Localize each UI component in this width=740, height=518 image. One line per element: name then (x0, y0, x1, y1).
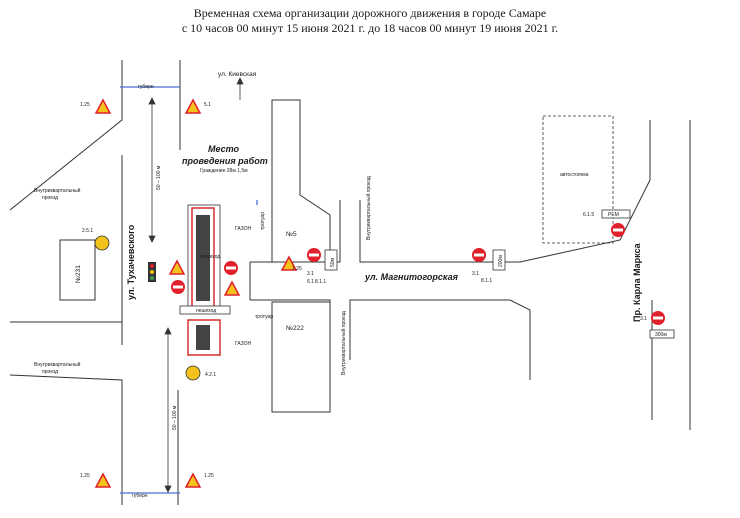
blue-label-bottom: губерн (132, 493, 148, 499)
sign-code: 1.25 (80, 473, 90, 479)
sign-code: 6.1 (307, 279, 314, 285)
inner-passage-label: проезд (42, 369, 58, 375)
sign-code: 8.1.1 (315, 279, 326, 285)
ped-crossing-box (179, 305, 231, 315)
roadwork-sign-icon (94, 98, 112, 114)
sign-code: 3.1 (640, 316, 647, 322)
traffic-light (148, 262, 156, 282)
arrowhead (148, 97, 156, 105)
parking-label: автостоянка (560, 172, 589, 178)
building-5 (271, 99, 331, 263)
no-entry-sign-icon (651, 311, 665, 325)
roadwork-sign-icon (223, 280, 241, 296)
light-green (150, 276, 154, 280)
roadwork-sign-icon (280, 255, 298, 271)
road-edge (9, 60, 123, 211)
work-site-label-2: проведения работ (182, 156, 268, 166)
inner-passage-label: Внутриквартальный проезд (365, 176, 372, 240)
no-entry-sign-icon (171, 280, 185, 294)
detour-sign-icon (185, 365, 201, 381)
plate-50m (324, 249, 338, 271)
roadwork-sign-icon (94, 472, 112, 488)
round-yellow-signs (94, 235, 201, 381)
trotuar-label-top: тротуар (260, 212, 266, 230)
work-zone-fill (196, 215, 210, 301)
distance-label-top: 50 – 100 м (156, 165, 162, 190)
distance-plates (324, 209, 675, 339)
roadwork-sign-icon (184, 472, 202, 488)
lawn-label-bottom: ГАЗОН (235, 341, 252, 347)
inner-passage-label: проезд (42, 195, 58, 201)
work-zone-lower (187, 319, 221, 356)
light-yellow (150, 270, 154, 274)
work-zone-lower-fill (196, 325, 210, 350)
building-231 (59, 239, 96, 301)
sign-code: 8.1.1 (481, 278, 492, 284)
pedestrian-label-bottom: пешеход (196, 308, 216, 314)
distance-label-bottom: 50 – 100 м (172, 405, 178, 430)
pedestrian-label-top: пешеход (200, 254, 220, 260)
inner-passage-label: Внутриквартальный (34, 361, 81, 368)
no-entry-sign-icon (307, 248, 321, 262)
scheme-title-line2: с 10 часов 00 минут 15 июня 2021 г. до 1… (181, 21, 559, 35)
street-tukhachevskogo: ул. Тухачевского (126, 224, 136, 300)
building-5-label: №5 (286, 231, 297, 238)
plate-50m-text: 50м (330, 257, 336, 267)
plate-200m (492, 249, 506, 271)
arrowhead (164, 485, 172, 493)
sign-code: 3.1 (307, 271, 314, 277)
scheme-title-line1: Временная схема организации дорожного дв… (193, 6, 547, 20)
no-entry-sign-icon (472, 248, 486, 262)
plate-300m (649, 329, 675, 339)
sign-code: 1.25 (80, 102, 90, 108)
street-magnitogorskaya: ул. Магнитогорская (364, 272, 459, 282)
work-site-label-1: Место (208, 144, 240, 154)
trotuar-label-bottom: тротуар (255, 314, 273, 320)
sign-code: 5.1 (204, 102, 211, 108)
arrowhead (148, 235, 156, 243)
road-edge (359, 120, 651, 263)
building-231-label: №231 (75, 265, 82, 283)
lawn-label-top: ГАЗОН (235, 226, 252, 232)
building-222 (271, 301, 331, 413)
street-karla-marksa: Пр. Карла Маркса (632, 242, 642, 322)
sign-code: 6.1.5 (583, 212, 594, 218)
plate-road (601, 209, 631, 219)
inner-passage-label: Внутриквартальный (34, 187, 81, 194)
no-entry-signs (171, 223, 665, 325)
sign-code: 4.2.1 (205, 372, 216, 378)
street-kievskaya: ул. Киевская (218, 71, 257, 78)
work-zone (179, 204, 231, 356)
road-edge (9, 374, 123, 505)
road-edges (9, 60, 691, 505)
blue-label-top: губерн (138, 84, 154, 90)
no-entry-sign-icon (611, 223, 625, 237)
detour-sign-icon (94, 235, 110, 251)
no-entry-sign-icon (224, 261, 238, 275)
sign-code: 1.25 (204, 473, 214, 479)
arrowhead (164, 327, 172, 335)
sign-code: 3.1 (472, 271, 479, 277)
plate-300m-text: 300м (655, 332, 667, 338)
roadwork-sign-icon (184, 98, 202, 114)
distance-arrows (148, 77, 244, 493)
light-red (150, 264, 154, 268)
blue-crossings (120, 86, 258, 494)
inner-passage-label: Внутриквартальный проезд (340, 311, 347, 375)
building-222-label: №222 (286, 325, 304, 332)
sign-code: 2.5.1 (82, 228, 93, 234)
warning-signs (94, 98, 298, 488)
plate-200m-text: 200м (498, 255, 504, 267)
road-edge (349, 299, 531, 380)
roadwork-sign-icon (168, 259, 186, 275)
arrowhead (236, 77, 244, 85)
enclosure-label: Граждение 28м 1,5м (200, 168, 248, 174)
sign-code: 1.25 (292, 266, 302, 272)
plate-road-text: РЕМ (608, 212, 619, 218)
parking-area (542, 115, 614, 244)
buildings (59, 99, 331, 413)
